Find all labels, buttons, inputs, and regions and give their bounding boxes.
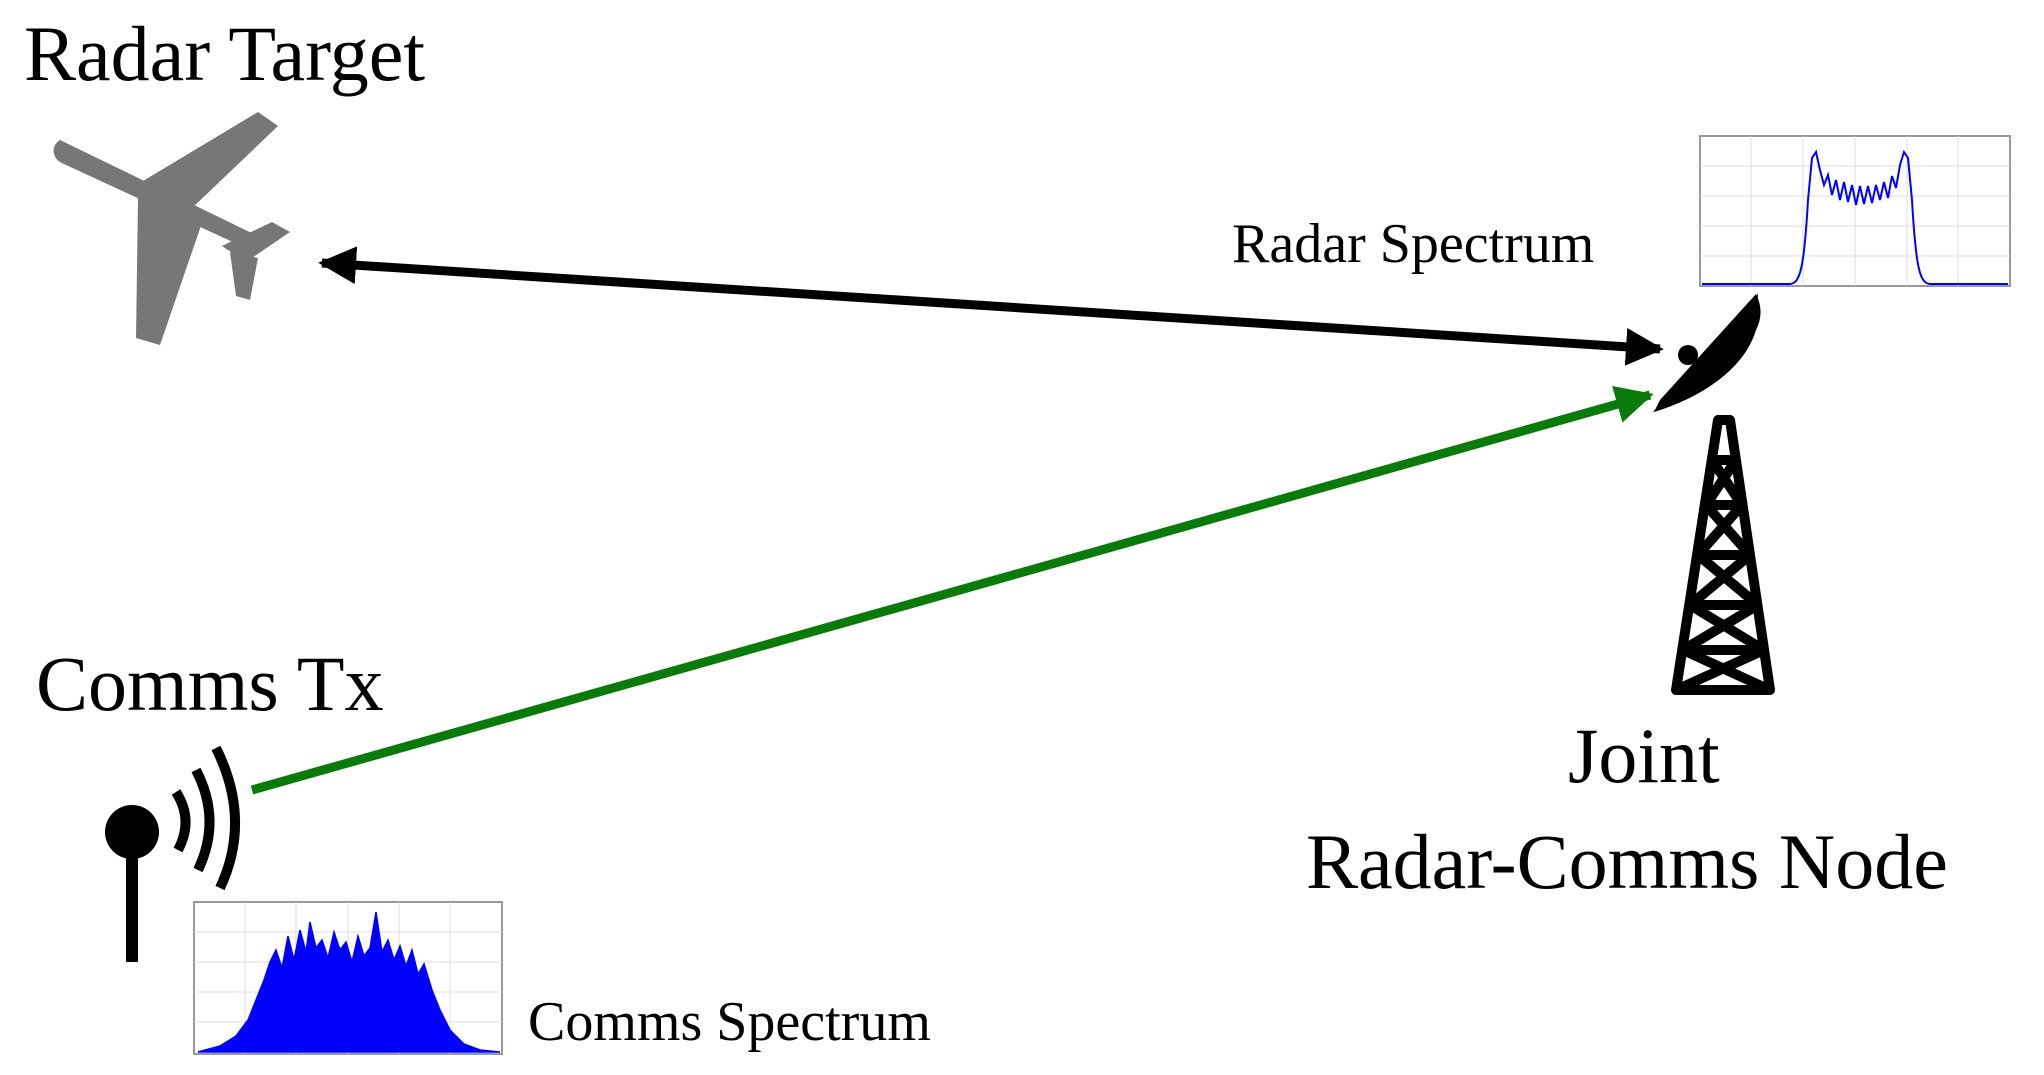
- joint-node-label-line1: Joint: [1568, 712, 1720, 799]
- radar-spectrum-trace: [1702, 149, 2008, 285]
- comms-spectrum-plot: [193, 901, 503, 1055]
- radar-link-arrow: [318, 246, 1664, 366]
- radar-spectrum-label: Radar Spectrum: [1232, 213, 1594, 275]
- radar-target-label: Radar Target: [24, 10, 425, 97]
- comms-tx-label: Comms Tx: [36, 640, 383, 727]
- airplane-icon: [53, 112, 290, 345]
- antenna-icon: [105, 745, 241, 962]
- comms-link-arrow: [250, 386, 1654, 795]
- comms-spectrum-label: Comms Spectrum: [528, 991, 931, 1053]
- comms-spectrum-fill: [197, 911, 501, 1053]
- joint-node-label-line2: Radar-Comms Node: [1306, 818, 1948, 905]
- radar-spectrum-plot: [1699, 135, 2011, 287]
- radar-dish-tower-icon: [1652, 293, 1775, 695]
